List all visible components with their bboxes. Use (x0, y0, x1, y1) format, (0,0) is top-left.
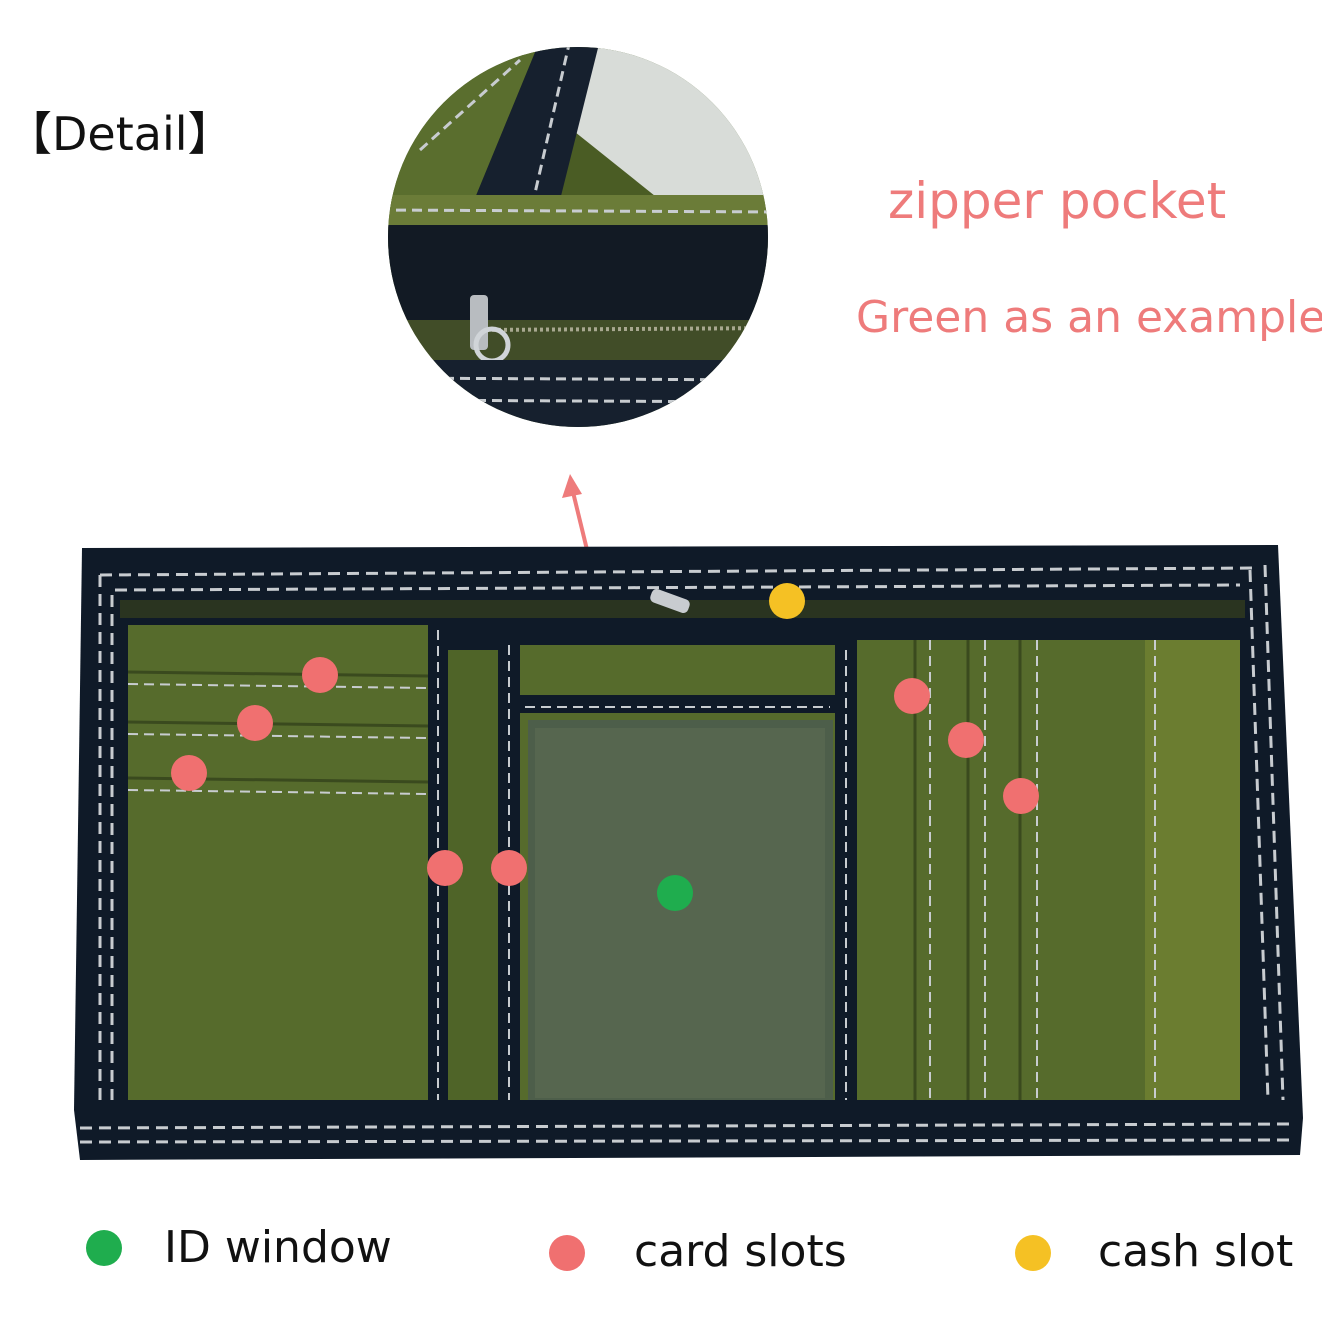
card-slot-marker (237, 705, 273, 741)
cash-slot-marker (769, 583, 805, 619)
card-slot-marker (427, 850, 463, 886)
card-slot-marker (894, 678, 930, 714)
legend-label-id-window: ID window (164, 1222, 392, 1273)
card-slot-marker (948, 722, 984, 758)
detail-title: 【Detail】 (6, 107, 234, 161)
card-slot-marker (1003, 778, 1039, 814)
zipper-pocket-label: zipper pocket (888, 172, 1227, 230)
card-slot-marker (302, 657, 338, 693)
id-window-marker (657, 875, 693, 911)
legend-label-cash-slot: cash slot (1098, 1226, 1294, 1277)
card-slot-marker (491, 850, 527, 886)
legend-dot-card-slots (549, 1235, 585, 1271)
legend-dot-id-window (86, 1230, 122, 1266)
color-note-label: Green as an example (856, 292, 1322, 343)
legend-dot-cash-slot (1015, 1235, 1051, 1271)
legend-label-card-slots: card slots (634, 1226, 847, 1277)
card-slot-marker (171, 755, 207, 791)
